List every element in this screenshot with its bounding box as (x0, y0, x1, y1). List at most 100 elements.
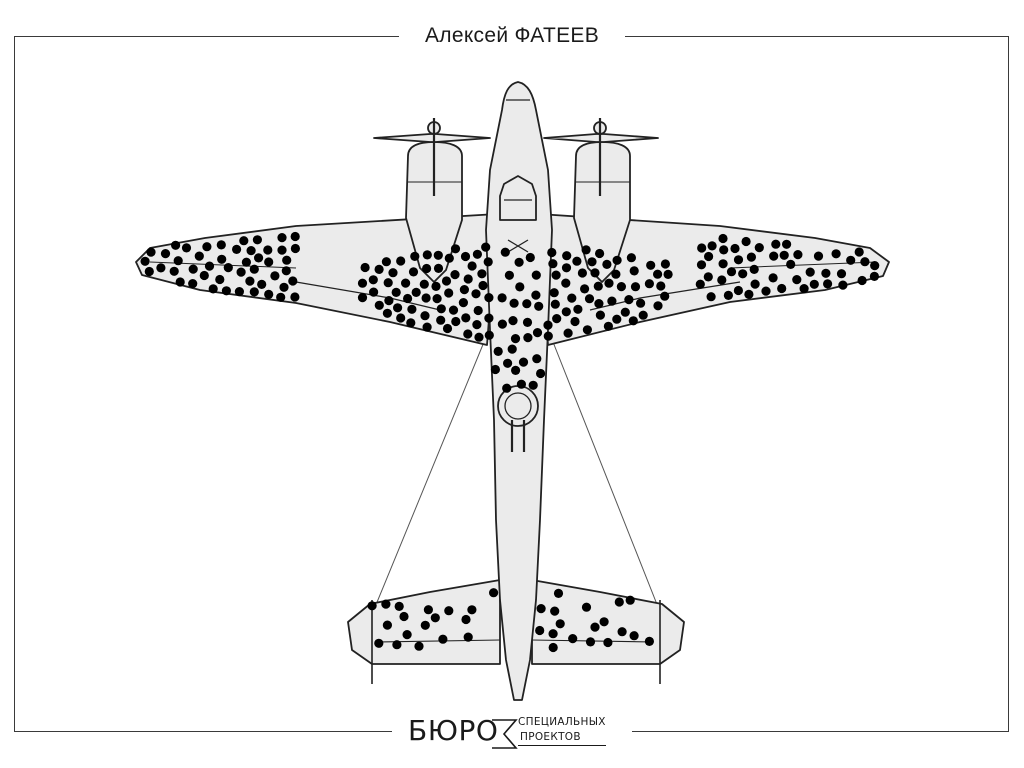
bullet-hole-dot (423, 605, 433, 615)
bullet-hole-dot (719, 245, 729, 255)
bullet-hole-dot (444, 606, 454, 616)
bullet-hole-dot (399, 611, 409, 622)
bullet-hole-dot (396, 256, 406, 266)
bullet-hole-dot (561, 307, 571, 317)
bullet-hole-dot (509, 298, 519, 308)
bullet-hole-dot (561, 263, 572, 273)
bullet-hole-dot (369, 287, 379, 297)
bullet-hole-dot (570, 316, 580, 327)
bullet-hole-dot (382, 620, 392, 630)
bullet-hole-dot (202, 242, 212, 252)
bullet-hole-dot (282, 255, 292, 265)
bullet-hole-dot (707, 241, 717, 251)
logo-line-2: ПРОЕКТОВ (520, 731, 581, 743)
bullet-hole-dot (777, 283, 787, 294)
bullet-hole-dot (548, 259, 558, 269)
bullet-hole-dot (419, 279, 429, 289)
bullet-hole-dot (208, 284, 218, 294)
bullet-hole-dot (869, 271, 880, 281)
bullet-hole-dot (733, 255, 744, 265)
bullet-hole-dot (611, 269, 621, 279)
bullet-hole-dot (277, 233, 287, 243)
right-brace-wire (552, 341, 661, 613)
bullet-hole-dot (656, 281, 666, 291)
bullet-hole-dot (624, 295, 634, 305)
bullet-hole-dot (481, 242, 491, 252)
bullet-hole-dot (536, 368, 546, 379)
bullet-hole-dot (160, 249, 171, 259)
bullet-hole-dot (249, 287, 259, 297)
bullet-hole-dot (368, 275, 378, 285)
cockpit-canopy (499, 175, 537, 221)
bullet-hole-dot (723, 290, 734, 300)
bullet-hole-dot (223, 263, 233, 273)
bullet-hole-dot (381, 599, 391, 609)
bullet-hole-dot (870, 261, 880, 271)
bullet-hole-dot (660, 259, 671, 269)
bullet-hole-dot (563, 328, 573, 338)
bullet-hole-dot (173, 256, 183, 266)
bullet-hole-dot (507, 344, 517, 354)
bullet-hole-dot (441, 276, 452, 286)
logo-underline (518, 745, 606, 746)
bullet-hole-dot (156, 263, 166, 273)
bullet-hole-dot (860, 257, 870, 267)
bullet-hole-dot (477, 269, 487, 279)
bullet-hole-dot (779, 250, 789, 260)
bullet-hole-dot (696, 260, 707, 270)
bullet-hole-dot (522, 299, 532, 309)
bullet-hole-dot (448, 305, 459, 315)
bullet-hole-dot (580, 284, 590, 294)
bullet-hole-dot (590, 622, 600, 632)
bullet-hole-dot (550, 299, 560, 309)
bullet-hole-dot (704, 251, 714, 262)
bullet-hole-dot (653, 301, 663, 311)
bullet-hole-dot (663, 269, 673, 279)
bullet-hole-dot (483, 257, 493, 267)
bullet-hole-dot (792, 275, 802, 285)
bullet-hole-dot (510, 334, 521, 344)
bullet-hole-dot (730, 243, 740, 254)
bullet-hole-dot (181, 243, 192, 253)
bullet-hole-dot (821, 268, 831, 278)
bullet-hole-dot (394, 601, 404, 612)
bullet-hole-dot (568, 634, 578, 644)
bullet-hole-dot (547, 247, 557, 258)
bullet-hole-markers (140, 231, 880, 653)
bullet-hole-dot (493, 346, 503, 356)
bullet-hole-dot (458, 298, 468, 308)
bullet-hole-dot (750, 279, 760, 289)
bullet-hole-dot (799, 284, 809, 294)
bullet-hole-dot (628, 316, 638, 326)
bullet-hole-dot (823, 279, 833, 289)
bullet-hole-dot (290, 243, 300, 254)
bullet-hole-dot (535, 625, 545, 636)
bullet-hole-dot (500, 247, 510, 257)
bullet-hole-dot (528, 380, 538, 390)
bullet-hole-dot (636, 298, 646, 308)
bullet-hole-dot (581, 245, 591, 255)
bullet-hole-dot (381, 257, 391, 267)
left-wing (135, 213, 498, 346)
bullet-hole-dot (444, 288, 454, 298)
bullet-hole-dot (461, 614, 471, 625)
bullet-hole-dot (478, 280, 488, 291)
bullet-hole-dot (602, 259, 612, 269)
bullet-hole-dot (374, 264, 384, 274)
bullet-hole-dot (290, 231, 300, 242)
bullet-hole-dot (249, 264, 259, 274)
bullet-hole-dot (146, 247, 156, 257)
bullet-hole-dot (577, 268, 588, 278)
bullet-hole-dot (646, 260, 656, 270)
bullet-hole-dot (599, 617, 609, 627)
bullet-hole-dot (144, 266, 154, 277)
bullet-hole-dot (474, 332, 484, 342)
bullet-hole-dot (217, 254, 227, 264)
bullet-hole-dot (523, 333, 533, 343)
bullet-hole-dot (603, 637, 613, 648)
bullet-hole-dot (490, 364, 500, 375)
bullet-hole-dot (503, 358, 513, 368)
bullet-hole-dot (695, 279, 705, 289)
bullet-hole-dot (504, 270, 514, 280)
bullet-hole-dot (396, 313, 406, 323)
